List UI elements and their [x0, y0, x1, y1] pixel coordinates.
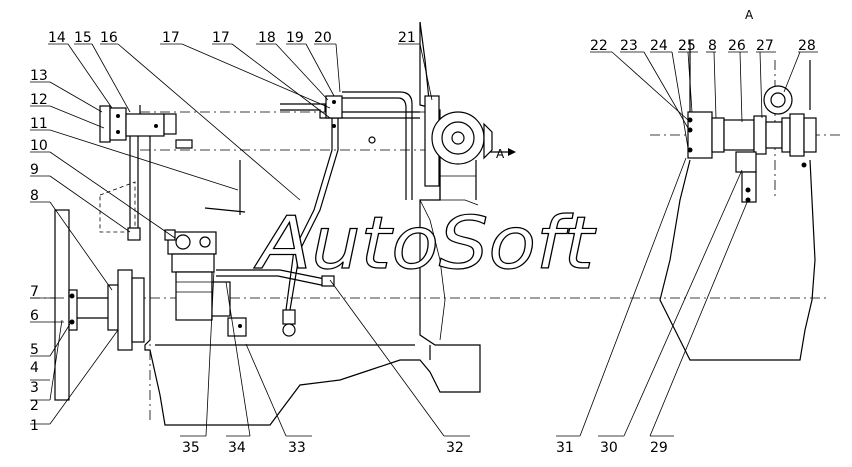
callout-label: 17	[162, 30, 180, 46]
callout-label: 2	[30, 398, 39, 414]
callout-label: 31	[556, 440, 574, 456]
detail-view-a	[659, 40, 817, 361]
callout-label: 12	[30, 92, 48, 108]
callout-label: 25	[678, 38, 696, 54]
callout-label: 17	[212, 30, 230, 46]
engine-block	[139, 21, 481, 426]
callout-label: 8	[30, 188, 39, 204]
section-marker: A	[496, 147, 505, 161]
callout-label: 18	[258, 30, 276, 46]
callout-label: 4	[30, 360, 39, 376]
callout-label: 20	[314, 30, 332, 46]
upper-bracket	[99, 105, 193, 232]
callout-label: 29	[650, 440, 668, 456]
callout-label: 35	[182, 440, 200, 456]
watermark-text: AutoSoft	[254, 201, 597, 285]
callout-label: 19	[286, 30, 304, 46]
callout-label: 5	[30, 342, 39, 358]
callout-label: 32	[446, 440, 464, 456]
callout-label: 14	[48, 30, 66, 46]
view-label: A	[745, 8, 754, 22]
callout-label: 33	[288, 440, 306, 456]
leader-lines	[30, 43, 818, 437]
callout-label: 24	[650, 38, 668, 54]
callout-label: 15	[74, 30, 92, 46]
pipes	[204, 91, 420, 337]
callout-label: 3	[30, 380, 39, 396]
callout-label: 13	[30, 68, 48, 84]
callout-label: 34	[228, 440, 246, 456]
callout-label: 23	[620, 38, 638, 54]
callout-label: 30	[600, 440, 618, 456]
turbocharger	[424, 95, 516, 200]
callout-label: 21	[398, 30, 416, 46]
callout-label: 7	[30, 284, 39, 300]
callout-label: 1	[30, 418, 39, 434]
callout-label: 10	[30, 138, 48, 154]
callout-label: 6	[30, 308, 39, 324]
callout-label: 16	[100, 30, 118, 46]
callout-label: 11	[30, 116, 48, 132]
fan-pulley	[54, 209, 145, 401]
air-compressor	[167, 231, 247, 337]
callout-label: 26	[728, 38, 746, 54]
callout-label: 28	[798, 38, 816, 54]
callout-label: 8	[708, 38, 717, 54]
callout-labels: 14 15 16 17 17 18 19 20 21 13 12 11 10 9…	[30, 30, 816, 456]
callout-label: 9	[30, 162, 39, 178]
callout-label: 27	[756, 38, 774, 54]
callout-label: 22	[590, 38, 608, 54]
